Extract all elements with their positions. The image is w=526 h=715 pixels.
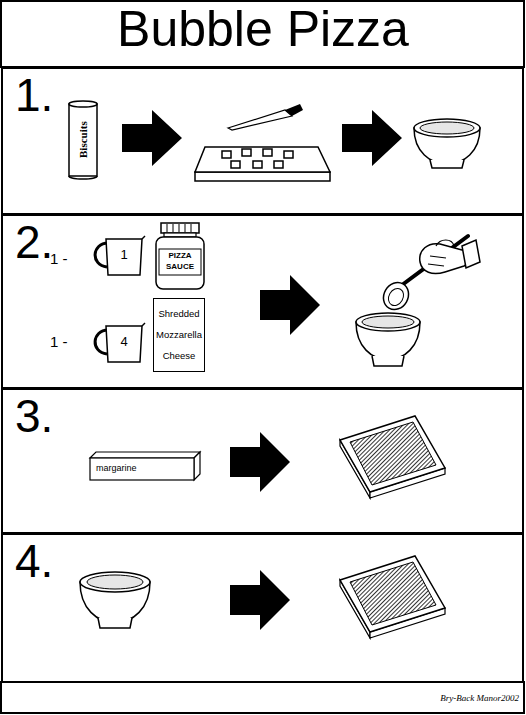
sauce-jar: PIZZA SAUCE [155,222,205,290]
bowl-rim [80,572,150,592]
stick-end [194,452,200,480]
bowl-inside [87,575,143,589]
cup-size: 1 [108,247,140,263]
cup-spout [142,323,145,326]
jar-label: PIZZA SAUCE [159,250,201,272]
biscuit-piece [274,161,283,168]
cup-body [106,239,142,275]
stick-label: margarine [96,462,137,474]
step-number: 2. [15,216,53,268]
baking-pan [340,556,445,632]
spoon-inside [385,286,406,309]
stick-top [90,452,200,458]
block-arrow [260,275,320,335]
bowl-inside [362,316,414,328]
block-arrow [122,110,182,166]
measuring-cup-outline [88,235,146,277]
knife-blade [228,110,292,130]
block-arrow [230,432,290,492]
cutting-board-edge [195,172,330,181]
footer-frame [1,682,524,713]
cup-spout [142,236,145,239]
lid-ridge [167,224,168,232]
margarine-stick: margarine [90,452,202,482]
jar-body [156,237,204,289]
sleeve-cuff [462,240,480,268]
cheese-bag: Shredded Mozzarella Cheese [153,298,205,372]
bag-label: Shredded Mozzarella Cheese [155,303,203,366]
hand-fingers [428,240,454,266]
credit-note: Bry-Back Manor2002 [405,692,519,704]
knife-handle [285,104,303,116]
step-band: 1. Biscuits [1,67,524,215]
cutting-board [195,147,330,172]
measuring-cup-outline [88,322,146,364]
lid-ridge [191,224,192,232]
lid-ridge [185,224,186,232]
pan-bottom [350,562,436,625]
biscuit-piece [263,149,272,156]
lid-ridge [173,224,174,232]
bowl-rim [356,313,420,331]
cup-body [106,326,142,362]
biscuit-can: Biscuits [68,100,98,180]
spoon-bowl [379,278,414,314]
cup-size: 4 [108,334,140,350]
jar-label [159,249,201,275]
stick-front [90,458,194,480]
pan-bottom [350,422,436,485]
measuring-cup: 1 [88,235,146,277]
can-label: Biscuits [76,100,90,180]
bowl-foot [430,160,464,168]
jar-lid [161,223,199,233]
amount-label: 1 - [50,333,68,351]
biscuit-piece [253,161,262,168]
biscuit-piece [231,161,240,168]
step-number: 3. [15,390,53,442]
page-title: Bubble Pizza [0,0,526,66]
step-number: 1. [15,69,53,121]
lid-ridge [179,224,180,232]
step-number: 4. [15,535,53,587]
bowl-foot [98,618,132,628]
biscuit-piece [222,151,231,158]
block-arrow [342,110,402,166]
step-band: 2. 1 PIZZA SAUCE 4 Shredded Mozzarella Chees… [1,214,524,389]
can-bottom [69,176,97,179]
step-band: 4. [1,533,524,683]
bowl-rim [414,119,480,137]
bowl-foot [372,356,404,366]
biscuit-piece [284,151,293,158]
bowl-inside [420,122,474,134]
biscuit-piece [242,149,251,156]
baking-pan [340,416,445,492]
measuring-cup: 4 [88,322,146,364]
block-arrow [230,570,290,630]
step-band: 3. margarine [1,388,524,534]
amount-label: 1 - [50,250,68,268]
can-top [69,101,97,107]
